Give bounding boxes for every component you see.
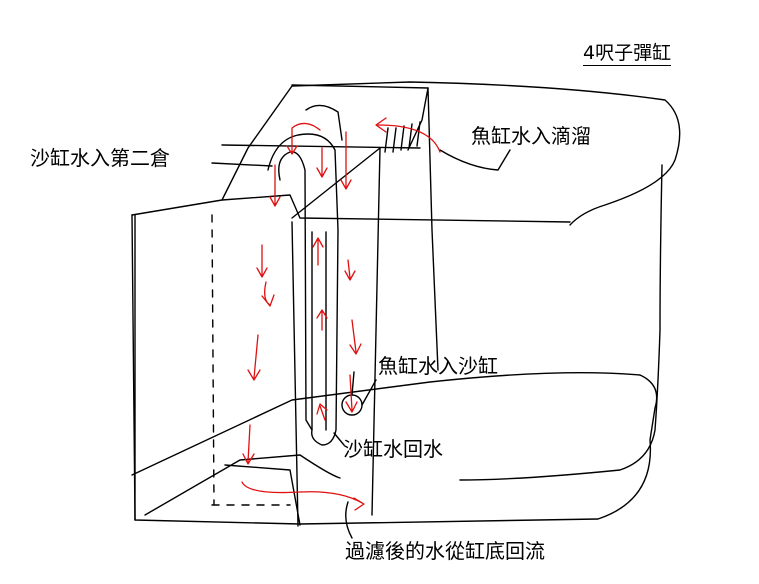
flow-arrow-up-3 — [316, 403, 328, 421]
flow-arrow-right-2 — [349, 319, 362, 355]
chamber-divider-back — [371, 147, 381, 516]
label-filtered-return: 過濾後的水從缸底回流 — [345, 539, 545, 563]
flow-arrow-pipe-down-1 — [316, 147, 328, 178]
tank-top-back — [131, 81, 681, 226]
flow-arrow-right-1 — [344, 259, 356, 281]
leader-sand-return — [333, 432, 345, 446]
flow-arrow-pipe-down-2 — [340, 131, 352, 190]
leader-filtered-flow — [345, 501, 353, 539]
flow-arrow-pipe-top — [286, 122, 321, 155]
tank-outline — [131, 214, 658, 525]
tank-top-shelf — [221, 194, 571, 223]
tank-floor — [144, 454, 341, 526]
overflow-pipe — [267, 104, 343, 446]
tank-rim-right — [427, 87, 439, 371]
flow-arrow-left-2 — [256, 244, 268, 278]
tank-right-side — [459, 164, 663, 481]
flow-arrow-left-1 — [269, 164, 281, 207]
label-fish-to-drip: 魚缸水入滴溜 — [471, 124, 591, 148]
tank-back-line — [221, 144, 421, 149]
flow-arrow-left-3 — [261, 281, 275, 307]
pipe-inner — [311, 231, 327, 431]
diagram-title: 4呎子彈缸 — [583, 42, 672, 66]
flow-arrow-left-4 — [247, 334, 261, 381]
drip-hatching — [384, 121, 421, 153]
tank-rim — [291, 84, 429, 151]
label-fish-to-sand: 魚缸水入沙缸 — [378, 354, 498, 378]
flow-arrow-bottom — [241, 481, 365, 511]
leader-sand-second — [211, 162, 273, 167]
tank-inner-dashed — [211, 214, 291, 506]
flow-arrow-up-1 — [312, 237, 324, 266]
leader-fish-drip — [439, 149, 511, 171]
flow-arrow-drip-in — [375, 117, 441, 153]
leader-fish-sand — [361, 379, 377, 406]
flow-arrow-left-5 — [242, 424, 255, 465]
label-sand-return: 沙缸水回水 — [343, 437, 443, 461]
flow-arrow-right-3 — [345, 374, 358, 413]
flow-arrow-up-2 — [316, 309, 328, 331]
label-sand-to-second-chamber: 沙缸水入第二倉 — [30, 146, 170, 170]
sand-intake-tube — [351, 371, 355, 396]
chamber-divider-front — [291, 221, 299, 527]
